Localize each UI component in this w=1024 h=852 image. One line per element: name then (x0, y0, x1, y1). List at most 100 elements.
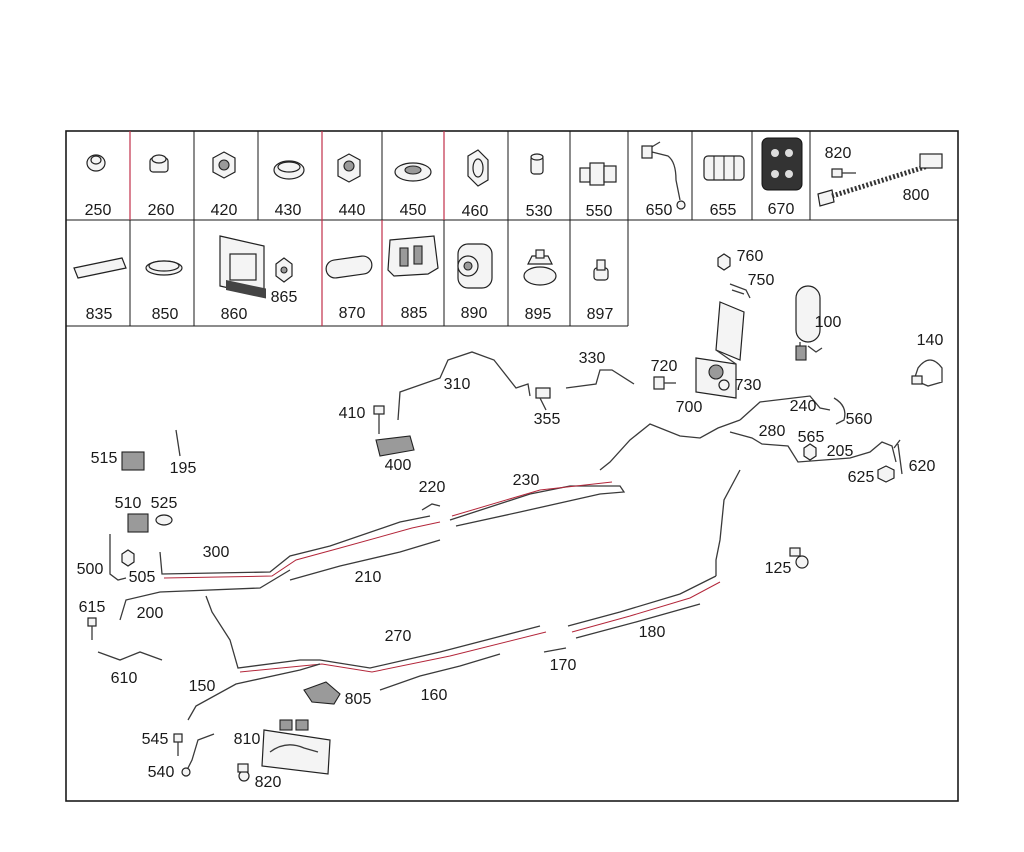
callout-545: 545 (142, 731, 169, 748)
part-700-bracket-icon[interactable] (695, 301, 745, 399)
part-760-nut-icon[interactable] (717, 253, 731, 271)
part-460-hex-nut-icon[interactable] (467, 149, 489, 187)
callout-560: 560 (846, 411, 873, 428)
part-890-damper-icon[interactable] (457, 243, 493, 289)
callout-200: 200 (137, 605, 164, 622)
part-410-bolt-icon[interactable] (373, 405, 385, 434)
part-820-screw-icon[interactable] (831, 168, 856, 178)
part-895-cap-icon[interactable] (523, 249, 557, 286)
part-865-nut-icon[interactable] (275, 257, 293, 283)
part-620-clip-icon[interactable] (893, 439, 903, 475)
part-610-bracket-icon[interactable] (97, 651, 163, 661)
pipe-220[interactable] (421, 503, 441, 511)
part-510-holder-icon[interactable] (127, 513, 149, 533)
callout-170: 170 (550, 657, 577, 674)
pipe-150[interactable] (187, 663, 321, 721)
part-525-grommet-icon[interactable] (155, 514, 173, 526)
callout-100: 100 (815, 314, 842, 331)
callout-140: 140 (917, 332, 944, 349)
part-545-bolt-icon[interactable] (173, 733, 183, 756)
pipe-bundle-180[interactable] (567, 469, 741, 639)
pipe-210[interactable] (289, 539, 441, 581)
callout-230: 230 (513, 472, 540, 489)
part-530-pin-icon[interactable] (530, 153, 544, 175)
parts-tray-row-2: 835 850 860 865 870 885 890 895 897 (66, 220, 629, 327)
tray-label-450: 450 (400, 202, 427, 219)
part-430-ring-icon[interactable] (273, 160, 305, 180)
pipe-310[interactable] (397, 351, 531, 421)
pipe-280[interactable] (729, 431, 897, 463)
part-615-bolt-icon[interactable] (87, 617, 97, 640)
part-730-nut-icon[interactable] (718, 379, 730, 391)
part-810-plate-icon[interactable] (261, 719, 331, 775)
tray-label-885: 885 (401, 305, 428, 322)
part-850-ring-icon[interactable] (145, 260, 183, 276)
callout-720: 720 (651, 358, 678, 375)
pipe-160[interactable] (379, 653, 501, 691)
tray-label-835: 835 (86, 306, 113, 323)
callout-515: 515 (91, 450, 118, 467)
pipe-bundle-230[interactable] (449, 419, 741, 527)
part-720-bolt-icon[interactable] (653, 376, 676, 390)
part-800-cable-icon[interactable] (817, 153, 943, 207)
callout-820: 820 (255, 774, 282, 791)
part-670-valve-block-icon[interactable] (761, 137, 803, 191)
pipe-330[interactable] (565, 369, 635, 389)
part-897-valve-icon[interactable] (593, 259, 609, 281)
part-515-fitting-icon[interactable] (121, 451, 145, 471)
part-805-bracket-icon[interactable] (303, 681, 341, 705)
part-860-control-unit-icon[interactable] (219, 235, 266, 299)
part-820-bolt-icon[interactable] (237, 763, 250, 782)
callout-195: 195 (170, 460, 197, 477)
part-565-nut-icon[interactable] (803, 443, 817, 461)
callout-500: 500 (77, 561, 104, 578)
callout-310: 310 (444, 376, 471, 393)
callout-410: 410 (339, 405, 366, 422)
pipe-300[interactable] (159, 515, 431, 575)
tray-label-430: 430 (275, 202, 302, 219)
callout-620: 620 (909, 458, 936, 475)
callout-565: 565 (798, 429, 825, 446)
callout-805: 805 (345, 691, 372, 708)
part-260-plug-icon[interactable] (149, 154, 169, 173)
part-835-pad-icon[interactable] (73, 257, 127, 279)
pipe-240[interactable] (739, 395, 831, 421)
part-420-nut-icon[interactable] (212, 151, 236, 179)
callout-280: 280 (759, 423, 786, 440)
part-885-bracket-icon[interactable] (387, 235, 439, 277)
part-650-sensor-icon[interactable] (641, 141, 686, 210)
callout-125: 125 (765, 560, 792, 577)
callout-150: 150 (189, 678, 216, 695)
callout-610: 610 (111, 670, 138, 687)
part-140-clamp-icon[interactable] (911, 359, 943, 387)
part-440-nut-icon[interactable] (337, 153, 361, 183)
callout-240: 240 (790, 398, 817, 415)
callout-760: 760 (737, 248, 764, 265)
part-100-reservoir-icon[interactable] (795, 285, 823, 361)
tray-label-850: 850 (152, 306, 179, 323)
pipe-170[interactable] (543, 647, 567, 653)
tray-label-420: 420 (211, 202, 238, 219)
part-250-grommet-icon[interactable] (86, 154, 106, 172)
part-625-nut-icon[interactable] (877, 465, 895, 483)
part-400-holder-icon[interactable] (375, 435, 415, 457)
part-125-bolt-icon[interactable] (789, 547, 809, 569)
part-655-sleeve-icon[interactable] (703, 155, 745, 181)
part-450-seal-icon[interactable] (394, 162, 432, 182)
callout-300: 300 (203, 544, 230, 561)
part-195-pin-icon[interactable] (175, 429, 181, 457)
pipe-270[interactable] (205, 595, 541, 669)
part-355-fitting-icon[interactable] (535, 387, 551, 411)
part-550-connector-icon[interactable] (579, 162, 617, 186)
diagram-frame (65, 130, 959, 802)
part-560-clip-icon[interactable] (833, 397, 846, 425)
part-870-tube-icon[interactable] (325, 255, 373, 279)
part-750-clip-icon[interactable] (729, 283, 751, 299)
part-500-bracket-icon[interactable] (109, 534, 127, 581)
main-assembly: 760 750 100 140 330 720 730 700 310 355 … (77, 248, 944, 791)
part-540-bracket-icon[interactable] (181, 733, 215, 777)
callout-540: 540 (148, 764, 175, 781)
callout-510: 510 (115, 495, 142, 512)
part-505-nut-icon[interactable] (121, 549, 135, 567)
